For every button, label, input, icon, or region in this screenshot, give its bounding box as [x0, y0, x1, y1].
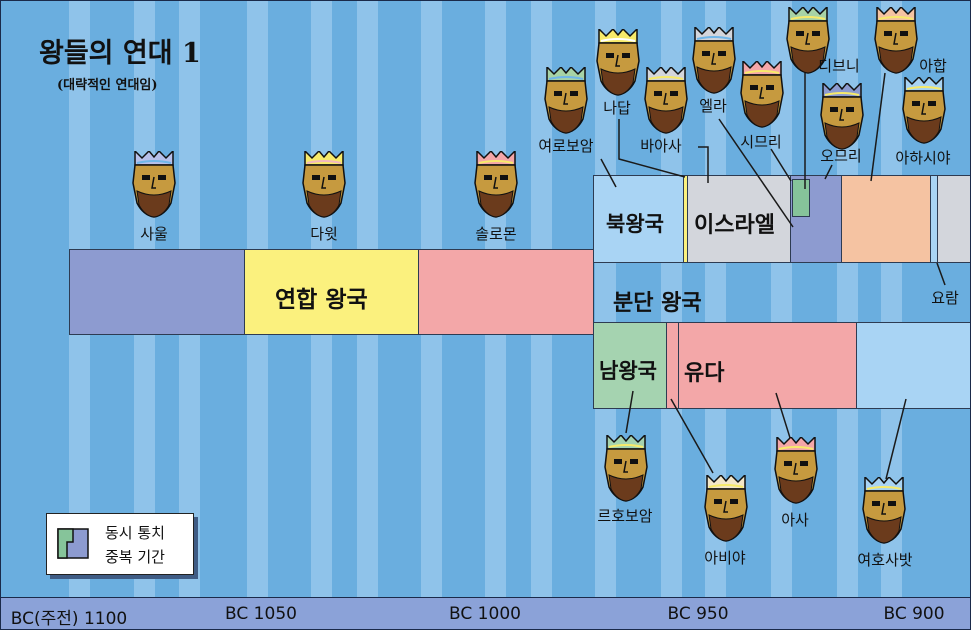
king-name-label: 오므리 — [820, 147, 862, 165]
king-name-label: 여호사밧 — [857, 551, 913, 569]
bg-stripe — [881, 1, 902, 597]
jeroboam-pointer — [600, 158, 617, 188]
bg-stripe — [705, 1, 726, 597]
king-head-icon — [132, 151, 176, 218]
joram-label: 요람 — [931, 289, 959, 307]
king-name-label: 여로보암 — [538, 137, 594, 155]
axis-tick-label: BC(주전) 1100 — [10, 609, 128, 629]
king-head-icon — [604, 435, 648, 502]
jehoshaphat-pointer — [885, 398, 907, 480]
king-head-icon — [740, 61, 784, 128]
joram-reign-block — [937, 175, 970, 263]
overlap-legend-icon — [57, 528, 89, 559]
north-kingdom-label: 북왕국 — [606, 212, 664, 236]
king-name-label: 다윗 — [310, 225, 338, 243]
king-head-icon — [474, 151, 518, 218]
king-head-icon — [786, 7, 830, 74]
ahab-pointer — [870, 72, 886, 182]
king-head-icon — [902, 77, 946, 144]
judah-label: 유다 — [684, 361, 725, 386]
king-head-icon — [774, 437, 818, 504]
jehoshaphat-reign-block — [856, 322, 970, 409]
asa-pointer — [775, 392, 792, 442]
king-head-icon — [544, 67, 588, 134]
legend-line-1: 동시 통치 — [105, 524, 165, 542]
king-name-label: 나답 — [603, 99, 631, 117]
king-head-icon — [302, 151, 346, 218]
south-kingdom-label: 남왕국 — [599, 359, 657, 383]
page-subtitle: (대략적인 연대임) — [57, 78, 158, 93]
jeroboam-reign-block — [593, 175, 684, 263]
david-reign-block — [244, 249, 419, 335]
ahab-reign-block — [841, 175, 931, 263]
elah-pointer — [718, 118, 794, 228]
baasha-reign-block — [687, 175, 791, 263]
king-name-label: 아합 — [919, 57, 947, 75]
king-name-label: 엘라 — [699, 97, 727, 115]
israel-label: 이스라엘 — [694, 213, 775, 238]
king-name-label: 시므리 — [740, 133, 782, 151]
bg-stripe — [837, 1, 858, 597]
king-head-icon — [704, 475, 748, 542]
king-head-icon — [874, 7, 918, 74]
axis-tick-label: BC 950 — [667, 604, 729, 624]
page-title: 왕들의 연대 1 — [39, 38, 201, 69]
king-name-label: 바아사 — [640, 137, 682, 155]
king-name-label: 아사 — [781, 511, 809, 529]
king-head-icon — [862, 477, 906, 544]
solomon-reign-block — [418, 249, 594, 335]
baasha-pointer — [698, 146, 709, 183]
rehoboam-pointer — [625, 390, 634, 434]
bg-stripe — [661, 1, 682, 597]
united-kingdom-label: 연합 왕국 — [275, 287, 368, 313]
king-head-icon — [692, 27, 736, 94]
rehoboam-reign-block — [593, 322, 667, 409]
asa-reign-block — [678, 322, 857, 409]
axis-tick-label: BC 1000 — [449, 604, 521, 624]
king-name-label: 디브니 — [818, 57, 860, 75]
king-head-icon — [820, 83, 864, 150]
legend-line-2: 중복 기간 — [105, 548, 165, 566]
king-name-label: 르호보암 — [597, 507, 653, 525]
king-name-label: 아하시야 — [895, 149, 951, 167]
divided-kingdom-label: 분단 왕국 — [613, 291, 702, 316]
nadab-pointer — [618, 119, 686, 178]
axis-tick-label: BC 900 — [883, 604, 945, 624]
axis-tick-label: BC 1050 — [225, 604, 297, 624]
zimri-pointer — [770, 148, 792, 182]
abijah-pointer — [670, 398, 714, 474]
omri-pointer — [824, 164, 833, 180]
king-name-label: 아비야 — [704, 549, 746, 567]
king-head-icon — [644, 67, 688, 134]
king-name-label: 사울 — [140, 225, 168, 243]
joram-pointer — [936, 262, 946, 286]
time-axis — [1, 597, 970, 629]
legend-box: 동시 통치 중복 기간 — [46, 513, 194, 575]
king-name-label: 솔로몬 — [475, 225, 517, 243]
saul-reign-block — [69, 249, 245, 335]
king-head-icon — [596, 29, 640, 96]
